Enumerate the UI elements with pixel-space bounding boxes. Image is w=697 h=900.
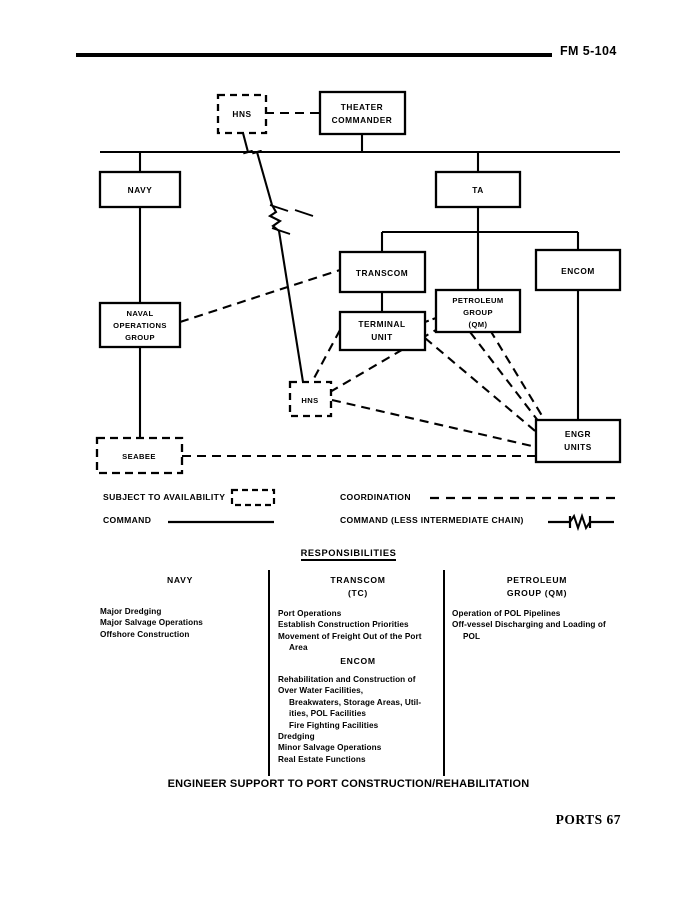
box-naval-operations-group[interactable]: NAVAL OPERATIONS GROUP	[98, 301, 182, 349]
resp-col-petroleum-heading: PETROLEUM GROUP (QM)	[452, 574, 622, 600]
legend-symbol-dashed-box	[230, 488, 276, 507]
box-hns-mid[interactable]: HNS	[288, 380, 333, 418]
manual-number: FM 5-104	[560, 44, 617, 58]
figure-caption: ENGINEER SUPPORT TO PORT CONSTRUCTION/RE…	[167, 778, 530, 790]
resp-encom-item-2: Breakwaters, Storage Areas, Util-	[289, 697, 422, 707]
box-terminal-unit[interactable]: TERMINAL UNIT	[338, 310, 427, 352]
box-navy[interactable]: NAVY	[98, 170, 182, 209]
resp-col-transcom-heading: TRANSCOM (TC)	[278, 574, 438, 600]
resp-transcom-item-1: Establish Construction Priorities	[278, 620, 409, 630]
box-transcom-label: TRANSCOM	[356, 268, 408, 278]
resp-col-transcom-heading-line2: (TC)	[348, 588, 368, 598]
legend-label-command-less-chain: COMMAND (LESS INTERMEDIATE CHAIN)	[340, 515, 524, 525]
box-engr-units[interactable]: ENGR UNITS	[534, 418, 622, 464]
resp-transcom-item-3: Area	[289, 643, 308, 653]
box-theater-line1: THEATER	[341, 102, 383, 112]
resp-transcom-item-2: Movement of Freight Out of the Port	[278, 631, 422, 641]
resp-col-transcom-heading-line1: TRANSCOM	[330, 575, 386, 585]
box-hns-top[interactable]: HNS	[216, 93, 268, 135]
column-divider-right	[443, 570, 445, 776]
box-theater-line2: COMMANDER	[332, 115, 393, 125]
box-seabee-label: SEABEE	[122, 452, 156, 461]
org-chart-diagram: HNS THEATER COMMANDER NAVY TA TRANSCOM E…	[95, 90, 622, 475]
box-petroleum-line1: PETROLEUM	[452, 296, 503, 305]
box-petroleum-group[interactable]: PETROLEUM GROUP (QM)	[434, 288, 522, 334]
legend-symbols	[168, 488, 620, 532]
box-hns-mid-label: HNS	[301, 396, 318, 405]
resp-encom-heading-line1: ENCOM	[340, 656, 376, 666]
resp-encom-item-1: Over Water Facilities,	[278, 686, 364, 696]
box-encom-label: ENCOM	[561, 266, 595, 276]
resp-transcom-item-0: Port Operations	[278, 609, 342, 618]
box-engr-line1: ENGR	[565, 429, 591, 439]
box-encom[interactable]: ENCOM	[534, 248, 622, 292]
page-header: FM 5-104	[0, 44, 697, 68]
responsibilities-section: RESPONSIBILITIES NAVY Major Dredging Maj…	[0, 548, 697, 778]
resp-encom-item-0: Rehabilitation and Construction of	[278, 675, 416, 684]
legend-label-command: COMMAND	[103, 515, 152, 525]
resp-petroleum-item-1: Off-vessel Discharging and Loading of	[452, 620, 606, 630]
box-engr-line2: UNITS	[564, 442, 592, 452]
responsibilities-title-text: RESPONSIBILITIES	[300, 548, 397, 561]
coord-hns-engr	[331, 398, 559, 455]
resp-col-petroleum-heading-line1: PETROLEUM	[506, 575, 568, 585]
resp-encom-items: Rehabilitation and Construction of Over …	[278, 674, 448, 765]
hns-top-command	[241, 132, 248, 152]
coord-terminal-hns	[311, 329, 341, 383]
box-petroleum-line3: (QM)	[469, 320, 488, 329]
resp-encom-item-4: Fire Fighting Facilities	[289, 720, 379, 730]
box-ta-label: TA	[472, 185, 484, 195]
resp-encom-item-3: ities, POL Facilities	[289, 709, 367, 719]
resp-col-navy-items: Major Dredging Major Salvage Operations …	[100, 606, 265, 640]
box-seabee[interactable]: SEABEE	[95, 436, 184, 475]
resp-col-navy-heading-line1: NAVY	[166, 575, 194, 585]
column-divider-left	[268, 570, 270, 776]
box-navops-line2: OPERATIONS	[113, 321, 167, 330]
legend-label-subject-to-availability: SUBJECT TO AVAILABILITY	[103, 492, 226, 502]
box-ta[interactable]: TA	[434, 170, 522, 209]
box-terminal-line1: TERMINAL	[358, 319, 405, 329]
header-rule	[76, 53, 552, 57]
box-transcom[interactable]: TRANSCOM	[338, 250, 427, 294]
resp-encom-item-6: Minor Salvage Operations	[278, 743, 382, 753]
resp-col-navy-heading: NAVY	[100, 574, 260, 587]
legend-symbol-command-less-chain	[548, 512, 614, 532]
legend: SUBJECT TO AVAILABILITY COMMAND COORDINA…	[0, 488, 697, 540]
resp-col-petroleum-items: Operation of POL Pipelines Off-vessel Di…	[452, 608, 632, 642]
box-hns-top-label: HNS	[232, 109, 251, 119]
box-navops-line3: GROUP	[125, 333, 155, 342]
resp-navy-item-0: Major Dredging	[100, 607, 162, 616]
line-hns-top-to-bus	[241, 132, 248, 152]
resp-col-petroleum-heading-line2: GROUP (QM)	[506, 588, 568, 598]
resp-navy-item-2: Offshore Construction	[100, 629, 190, 639]
coord-navops-transcom	[179, 269, 341, 323]
box-terminal-line2: UNIT	[371, 332, 393, 342]
resp-petroleum-item-2: POL	[463, 631, 481, 641]
responsibilities-title: RESPONSIBILITIES	[0, 548, 697, 561]
box-navy-label: NAVY	[128, 185, 153, 195]
resp-col-transcom-items: Port Operations Establish Construction P…	[278, 608, 448, 654]
command-less-intermediate-chain-line	[257, 152, 314, 383]
page-footer: PORTS 67	[555, 812, 621, 827]
coord-terminal-petroleum	[424, 317, 437, 323]
resp-encom-item-7: Real Estate Functions	[278, 754, 366, 764]
command-lines	[100, 134, 620, 438]
legend-label-coordination: COORDINATION	[340, 492, 411, 502]
resp-encom-heading: ENCOM	[278, 655, 438, 668]
resp-encom-item-5: Dredging	[278, 732, 315, 742]
box-petroleum-line2: GROUP	[463, 308, 493, 317]
coord-petroleum-engr-2	[489, 329, 565, 453]
box-theater-commander[interactable]: THEATER COMMANDER	[318, 90, 407, 136]
resp-petroleum-item-0: Operation of POL Pipelines	[452, 609, 561, 618]
box-navops-line1: NAVAL	[126, 309, 153, 318]
resp-navy-item-1: Major Salvage Operations	[100, 618, 203, 628]
